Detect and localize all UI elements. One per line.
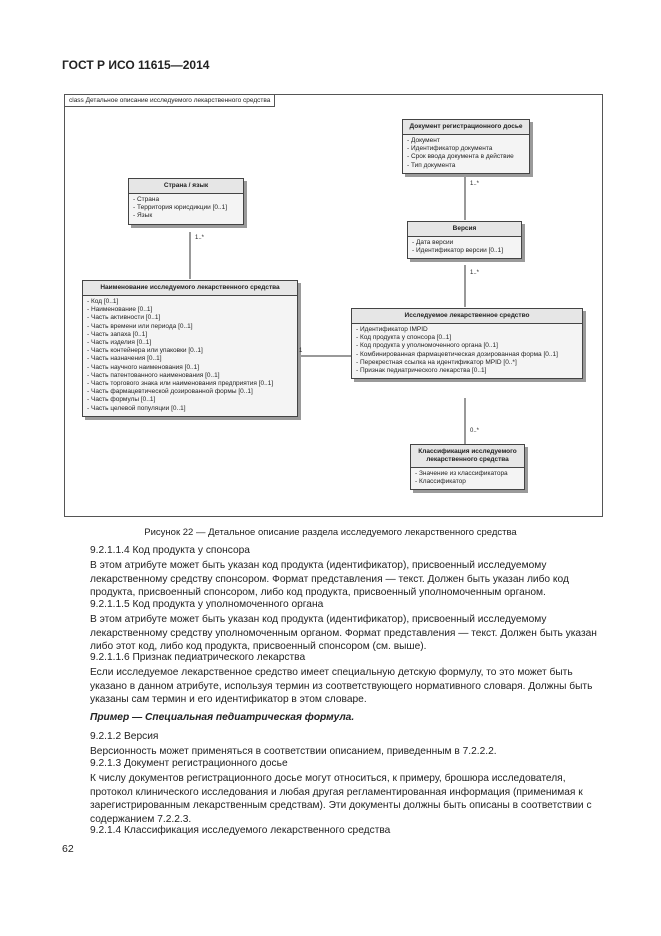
class-title: Страна / язык	[129, 179, 243, 194]
class-title: Классификация исследуемого лекарственног…	[411, 445, 524, 468]
multiplicity-label: 1	[299, 348, 303, 354]
class-attribute: Часть времени или периода [0..1]	[87, 323, 293, 331]
multiplicity-label: 1..*	[195, 235, 205, 241]
class-product-name: Наименование исследуемого лекарственного…	[82, 280, 298, 417]
multiplicity-label: 1..*	[470, 270, 480, 276]
section-heading: 9.2.1.2 Версия	[90, 731, 159, 742]
class-attribute: Часть целевой популяции [0..1]	[87, 405, 293, 413]
class-attribute: Территория юрисдикции [0..1]	[133, 204, 239, 212]
class-attribute: Значение из классификатора	[415, 470, 520, 478]
section-heading: 9.2.1.1.4 Код продукта у спонсора	[90, 545, 250, 556]
document-header: ГОСТ Р ИСО 11615—2014	[62, 58, 210, 72]
multiplicity-label: 0..*	[470, 428, 480, 434]
paragraph-text: В этом атрибуте может быть указан код пр…	[90, 614, 597, 653]
diagram-connectors	[189, 177, 466, 444]
class-attribute: Часть научного наименования [0..1]	[87, 364, 293, 372]
class-attribute: Код [0..1]	[87, 298, 293, 306]
class-version: Версия Дата версии Идентификатор версии …	[407, 221, 522, 260]
class-attribute: Код продукта у спонсора [0..1]	[356, 334, 578, 342]
class-country-language: Страна / язык Страна Территория юрисдикц…	[128, 178, 244, 225]
class-attribute: Часть запаха [0..1]	[87, 331, 293, 339]
multiplicity-label: 1..*	[470, 181, 480, 187]
class-title: Исследуемое лекарственное средство	[352, 309, 582, 324]
class-attribute: Признак педиатрического лекарства [0..1]	[356, 367, 578, 375]
paragraph-text: К числу документов регистрационного дось…	[90, 773, 592, 825]
paragraph: К числу документов регистрационного дось…	[90, 772, 600, 826]
paragraph-text: В этом атрибуте может быть указан код пр…	[90, 560, 569, 599]
figure-caption: Рисунок 22 — Детальное описание раздела …	[144, 527, 517, 538]
paragraph: Если исследуемое лекарственное средство …	[90, 666, 600, 707]
class-attribute: Срок ввода документа в действие	[407, 153, 525, 161]
diagram-tag: class Детальное описание исследуемого ле…	[65, 95, 276, 107]
class-attribute: Идентификатор версии [0..1]	[412, 247, 517, 255]
class-attribute: Часть изделия [0..1]	[87, 339, 293, 347]
class-attribute: Классификатор	[415, 478, 520, 486]
class-attribute: Часть назначения [0..1]	[87, 355, 293, 363]
paragraph: В этом атрибуте может быть указан код пр…	[90, 559, 600, 600]
class-attribute: Страна	[133, 196, 239, 204]
paragraph-text: Если исследуемое лекарственное средство …	[90, 667, 593, 706]
class-attribute: Код продукта у уполномоченного органа [0…	[356, 342, 578, 350]
section-heading: 9.2.1.4 Классификация исследуемого лекар…	[90, 825, 391, 836]
class-attribute: Дата версии	[412, 239, 517, 247]
class-title: Наименование исследуемого лекарственного…	[83, 281, 297, 296]
class-dossier-document: Документ регистрационного досье Документ…	[402, 119, 530, 174]
class-attribute: Часть формулы [0..1]	[87, 396, 293, 404]
class-attribute: Идентификатор документа	[407, 145, 525, 153]
paragraph: Версионность может применяться в соответ…	[90, 745, 600, 759]
paragraph: В этом атрибуте может быть указан код пр…	[90, 613, 600, 654]
example-note: Пример — Специальная педиатрическая форм…	[90, 712, 355, 723]
class-diagram: class Детальное описание исследуемого ле…	[64, 94, 603, 517]
class-title: Версия	[408, 222, 521, 237]
class-attribute: Тип документа	[407, 162, 525, 170]
class-attribute: Язык	[133, 212, 239, 220]
class-investigational-product: Исследуемое лекарственное средство Идент…	[351, 308, 583, 380]
section-heading: 9.2.1.1.5 Код продукта у уполномоченного…	[90, 599, 324, 610]
class-attribute: Комбинированная фармацевтическая дозиров…	[356, 351, 578, 359]
class-attribute: Часть фармацевтической дозированной форм…	[87, 388, 293, 396]
class-attribute: Часть патентованного наименования [0..1]	[87, 372, 293, 380]
class-classification: Классификация исследуемого лекарственног…	[410, 444, 525, 491]
class-attribute: Документ	[407, 137, 525, 145]
class-title: Документ регистрационного досье	[403, 120, 529, 135]
class-attribute: Часть контейнера или упаковки [0..1]	[87, 347, 293, 355]
class-attribute: Наименование [0..1]	[87, 306, 293, 314]
section-heading: 9.2.1.1.6 Признак педиатрического лекарс…	[90, 652, 306, 663]
class-attribute: Часть активности [0..1]	[87, 314, 293, 322]
page-number: 62	[62, 843, 74, 855]
section-heading: 9.2.1.3 Документ регистрационного досье	[90, 758, 288, 769]
class-attribute: Перекрестная ссылка на идентификатор MPI…	[356, 359, 578, 367]
class-attribute: Часть торгового знака или наименования п…	[87, 380, 293, 388]
paragraph-text: Версионность может применяться в соответ…	[90, 746, 497, 757]
class-attribute: Идентификатор IMPID	[356, 326, 578, 334]
